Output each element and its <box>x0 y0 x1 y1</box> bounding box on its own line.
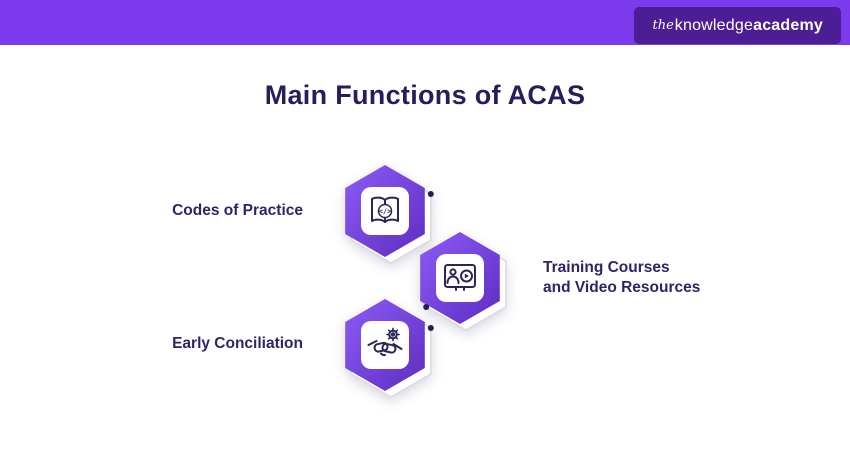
hexagon-training-courses <box>420 232 507 331</box>
logo-knowledge: knowledge <box>674 16 754 34</box>
label-line: Early Conciliation <box>172 335 303 352</box>
label-line: Training Courses <box>543 259 670 276</box>
video-training-icon <box>444 264 476 291</box>
page-title: Main Functions of ACAS <box>264 80 586 110</box>
codes-of-practice-label: Codes of Practice <box>120 201 303 221</box>
label-line: Codes of Practice <box>172 202 303 219</box>
connector-dot <box>427 325 434 331</box>
logo-academy: academy <box>753 16 823 34</box>
training-courses-label: Training Courses and Video Resources <box>543 258 743 298</box>
logo-the: the <box>652 18 674 33</box>
early-conciliation-label: Early Conciliation <box>120 334 303 354</box>
handshake-gear-icon <box>367 327 403 357</box>
book-code-icon: </> <box>371 196 399 223</box>
svg-text:</>: </> <box>379 208 392 216</box>
label-line: and Video Resources <box>543 279 701 296</box>
hexagon-early-conciliation <box>345 299 434 398</box>
hexagon-codes-of-practice: </> <box>345 165 434 264</box>
connector-dot <box>427 191 434 197</box>
connector-dot <box>423 304 430 310</box>
